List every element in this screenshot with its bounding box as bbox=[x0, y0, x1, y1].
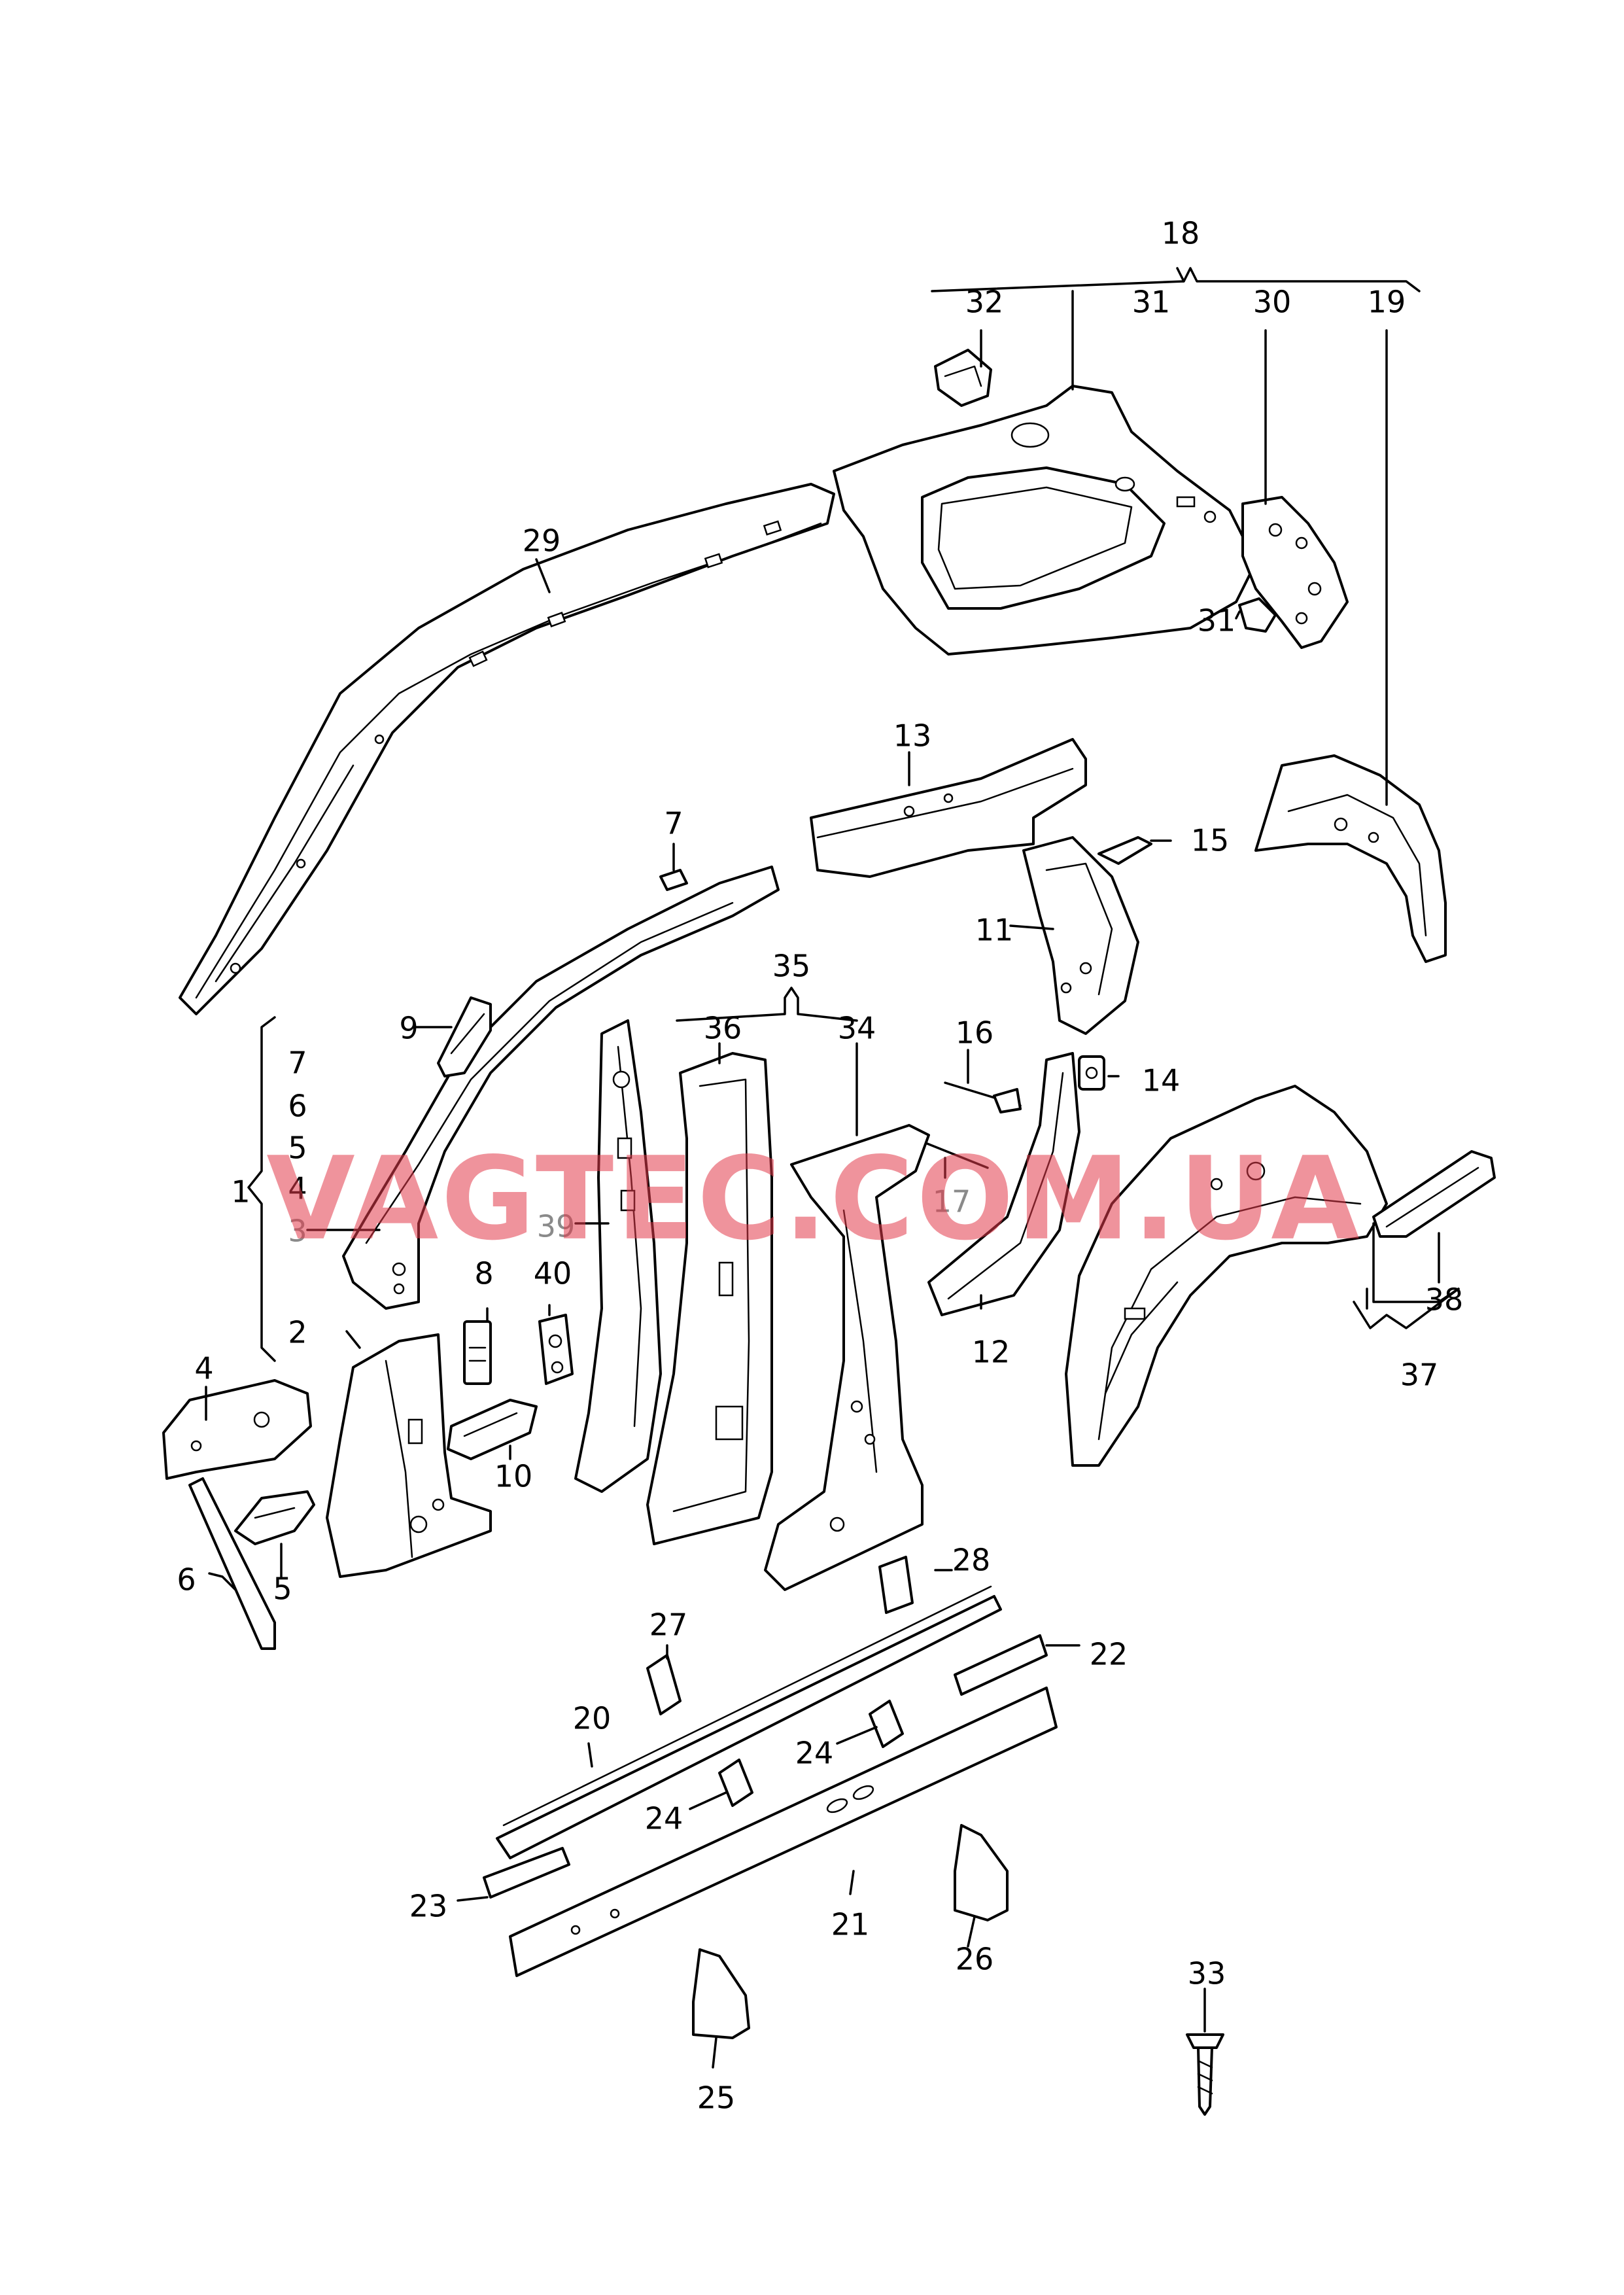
label-3: 3 bbox=[288, 1214, 307, 1249]
part-15-bracket bbox=[1097, 836, 1152, 865]
watermark-text: VAGTEC.COM.UA bbox=[266, 1133, 1362, 1266]
label-20: 20 bbox=[573, 1701, 612, 1736]
label-11: 11 bbox=[975, 913, 1014, 948]
label-35: 35 bbox=[772, 949, 811, 984]
part-14-clip bbox=[1078, 1055, 1105, 1091]
label-32: 32 bbox=[965, 285, 1004, 320]
callout-labels: 18 32 31 30 19 29 31 13 15 7 11 35 9 36 … bbox=[177, 216, 1463, 2116]
part-26-bracket bbox=[954, 1824, 1009, 1921]
leader-lines bbox=[205, 267, 1460, 2069]
label-29: 29 bbox=[523, 523, 561, 559]
part-38-trim bbox=[1372, 1150, 1496, 1238]
part-8-insert bbox=[463, 1320, 492, 1385]
part-21-sill-outer bbox=[509, 1687, 1058, 1977]
part-10-plate bbox=[447, 1399, 538, 1460]
label-4b: 4 bbox=[194, 1351, 213, 1386]
part-25-bracket bbox=[692, 1948, 750, 2039]
part-36-bpillar bbox=[646, 1052, 773, 1545]
part-24b-gusset bbox=[718, 1759, 753, 1807]
label-15: 15 bbox=[1191, 823, 1230, 858]
label-4a: 4 bbox=[288, 1171, 307, 1206]
label-19: 19 bbox=[1368, 285, 1406, 320]
label-5a: 5 bbox=[288, 1130, 307, 1166]
part-24a-gusset bbox=[869, 1700, 904, 1748]
label-22: 22 bbox=[1090, 1637, 1128, 1672]
label-37: 37 bbox=[1400, 1358, 1439, 1393]
part-33-bolt bbox=[1186, 2033, 1224, 2116]
part-34-bpillar-outer bbox=[764, 1124, 930, 1591]
part-31-quarter-inner bbox=[833, 385, 1257, 656]
label-28: 28 bbox=[952, 1543, 991, 1578]
part-9-bracket bbox=[437, 996, 492, 1077]
label-23: 23 bbox=[409, 1889, 448, 1924]
label-5b: 5 bbox=[273, 1571, 292, 1607]
part-32-bracket bbox=[934, 349, 992, 407]
part-39-bpillar-inner bbox=[574, 1019, 662, 1493]
label-30: 30 bbox=[1253, 285, 1292, 320]
part-22-strip bbox=[954, 1634, 1048, 1696]
label-7b: 7 bbox=[288, 1045, 307, 1081]
label-9: 9 bbox=[399, 1011, 418, 1046]
label-40: 40 bbox=[534, 1256, 572, 1291]
label-24b: 24 bbox=[645, 1801, 683, 1836]
part-2-apillar-lower bbox=[326, 1333, 492, 1578]
label-21: 21 bbox=[831, 1907, 870, 1942]
part-30-rear-corner bbox=[1241, 496, 1349, 649]
part-6-strut bbox=[188, 1477, 276, 1650]
label-8: 8 bbox=[474, 1256, 493, 1291]
part-17-rod bbox=[921, 1140, 989, 1169]
label-6a: 6 bbox=[288, 1089, 307, 1124]
part-12-pillar bbox=[927, 1052, 1080, 1316]
label-39: 39 bbox=[537, 1209, 576, 1244]
label-16: 16 bbox=[956, 1015, 994, 1051]
label-13: 13 bbox=[893, 718, 932, 754]
label-2: 2 bbox=[288, 1315, 307, 1350]
part-29-roof-rail bbox=[179, 483, 835, 1015]
label-14: 14 bbox=[1142, 1063, 1181, 1098]
part-13-crossmember bbox=[810, 738, 1087, 878]
part-28-gusset bbox=[878, 1556, 914, 1614]
label-7a: 7 bbox=[664, 806, 683, 841]
part-40-insert bbox=[538, 1314, 574, 1385]
label-31b: 31 bbox=[1198, 603, 1236, 639]
label-10: 10 bbox=[494, 1459, 533, 1494]
label-6b: 6 bbox=[177, 1562, 196, 1598]
label-33: 33 bbox=[1188, 1956, 1226, 1991]
part-5-bracket bbox=[234, 1490, 315, 1545]
part-23-strip bbox=[483, 1847, 570, 1899]
part-20-sill-inner bbox=[496, 1585, 1002, 1859]
label-12: 12 bbox=[972, 1335, 1011, 1370]
part-11-pillar-lower bbox=[1022, 836, 1139, 1035]
label-36: 36 bbox=[704, 1011, 742, 1046]
part-7-clip bbox=[659, 869, 688, 891]
label-17: 17 bbox=[933, 1184, 971, 1219]
part-27-gusset bbox=[646, 1654, 682, 1715]
label-27: 27 bbox=[649, 1607, 688, 1643]
label-38: 38 bbox=[1425, 1282, 1464, 1318]
part-4-bracket bbox=[162, 1379, 312, 1480]
label-31a: 31 bbox=[1132, 285, 1171, 320]
label-24a: 24 bbox=[795, 1736, 834, 1771]
label-34: 34 bbox=[838, 1011, 876, 1046]
label-1: 1 bbox=[231, 1174, 250, 1210]
label-25: 25 bbox=[697, 2080, 736, 2116]
label-18: 18 bbox=[1162, 216, 1200, 251]
part-19-wheelhouse-upper bbox=[1254, 754, 1447, 963]
label-26: 26 bbox=[956, 1942, 994, 1977]
part-37-wheelhouse bbox=[1065, 1085, 1388, 1467]
part-16-rod bbox=[944, 1081, 1022, 1113]
part-31-small-bracket bbox=[1238, 597, 1277, 633]
